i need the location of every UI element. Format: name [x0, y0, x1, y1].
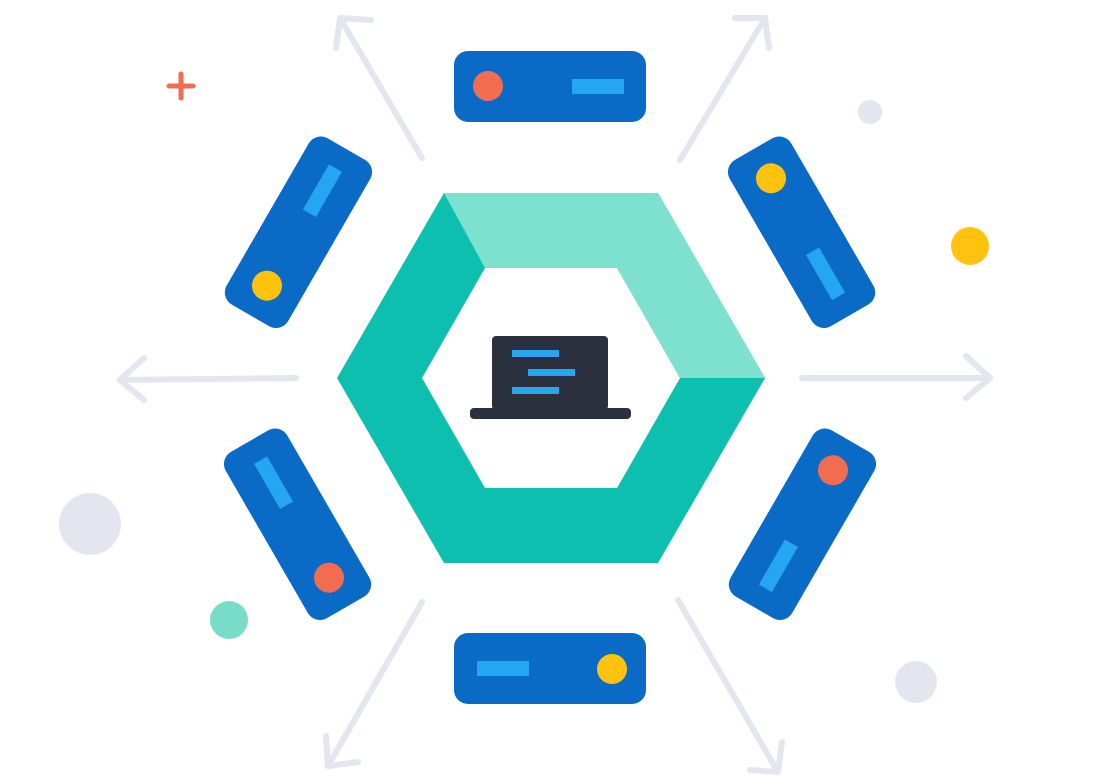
arrow-icon-down-right [675, 597, 785, 775]
bubble-teal-left [210, 601, 248, 639]
server-icon-upper-left [224, 136, 373, 329]
bubble-grey-top-right [858, 100, 882, 124]
code-line [528, 369, 575, 376]
plus-icon [166, 71, 196, 101]
server-slot [254, 456, 294, 509]
arrow-icon-up-left [333, 15, 425, 161]
server-icon-lower-right [728, 428, 877, 621]
server-status-dot [314, 562, 344, 593]
server-status-dot [473, 71, 503, 101]
arrow-icon-up-right [677, 15, 772, 163]
laptop-base [470, 408, 631, 419]
server-slot [758, 539, 798, 593]
arrow-icon-left [117, 355, 299, 403]
bubble-grey-bottom-right [895, 661, 937, 703]
arrow-icon-down-left [323, 599, 425, 769]
laptop-icon [470, 336, 631, 419]
server-slot [477, 661, 529, 676]
server-icon-upper-right [727, 136, 876, 329]
servers-group [223, 51, 877, 704]
server-status-dot [756, 163, 786, 194]
server-status-dot [597, 654, 627, 684]
code-line [512, 387, 559, 394]
code-line [512, 350, 559, 357]
bubble-yellow-right [951, 227, 989, 265]
server-slot [806, 247, 846, 301]
arrow-icon-right [799, 353, 993, 401]
server-icon-top [454, 51, 646, 122]
server-icon-bottom [454, 633, 646, 704]
server-slot [302, 164, 342, 217]
server-icon-lower-left [223, 428, 372, 621]
hexagon-highlight-top [444, 193, 658, 268]
server-status-dot [818, 455, 848, 486]
hexagon-frame [337, 193, 765, 563]
bubble-grey-left [59, 493, 121, 555]
arrows-group [117, 15, 993, 775]
server-status-dot [252, 270, 282, 301]
decorations-group [59, 71, 989, 703]
server-slot [572, 79, 624, 94]
hexagon-highlight-right [617, 193, 765, 378]
